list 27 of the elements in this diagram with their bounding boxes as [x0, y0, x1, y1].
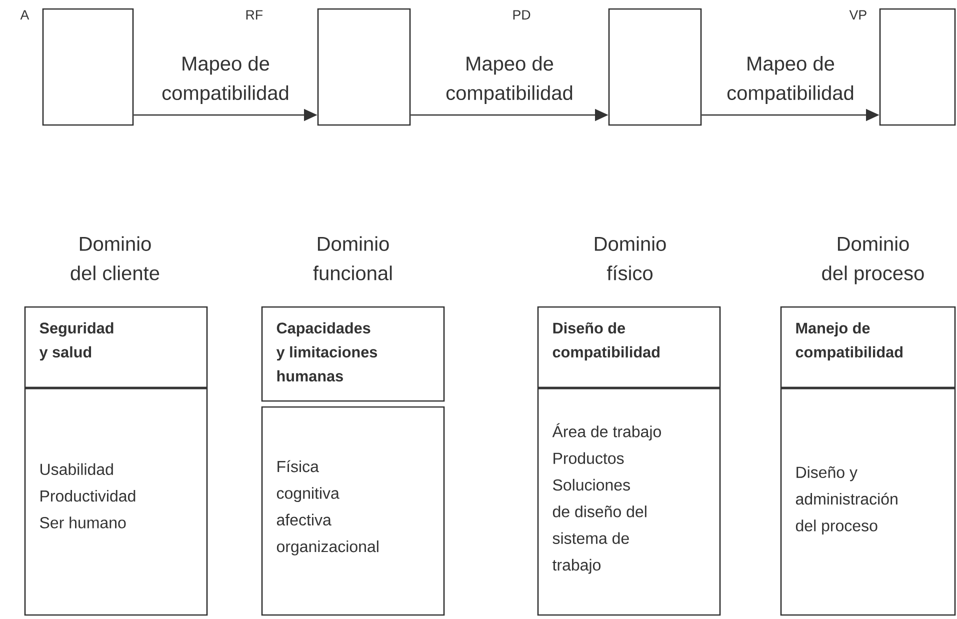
box-label: VP [849, 10, 866, 20]
box-label: A [20, 10, 30, 20]
item-list: Usabilidad Productividad Ser humano [40, 463, 136, 528]
node-label: afectiva [276, 514, 332, 526]
node-label: Física [278, 460, 319, 472]
item-list: Área de trabajo Productos Soluciones de diseño del sistema de trabajo [552, 423, 661, 574]
empty-box [608, 8, 702, 126]
domain-heading: Dominio del cliente [70, 236, 160, 280]
node-label: cognitiva [276, 487, 340, 502]
block-title: Manejo de compatibilidad [796, 322, 902, 361]
domain-heading: Dominio físico [594, 236, 666, 280]
edge-label: Mapeo de compatibilidad [727, 56, 854, 104]
edge-label: Mapeo de compatibilidad [446, 56, 572, 104]
edge-label: Mapeo de compatibilidad [162, 56, 288, 104]
empty-box [42, 8, 134, 126]
block-title: Diseño de compatibilidad [552, 322, 660, 361]
node-label: organizacional [276, 540, 378, 556]
empty-box [317, 8, 411, 126]
domain-heading: Dominio funcional [313, 236, 392, 280]
item-list: Física cognitiva afectiva organizacional [276, 460, 378, 556]
empty-box [879, 8, 956, 126]
box-label: PD [513, 10, 530, 20]
item-list: Diseño y administración del proceso [796, 466, 898, 535]
domain-heading: Dominio del proceso [822, 236, 924, 284]
box-label: RF [246, 10, 262, 20]
block-title: Seguridad y salud [39, 322, 114, 361]
block-title: Capacidades y limitaciones humanas [276, 322, 378, 382]
